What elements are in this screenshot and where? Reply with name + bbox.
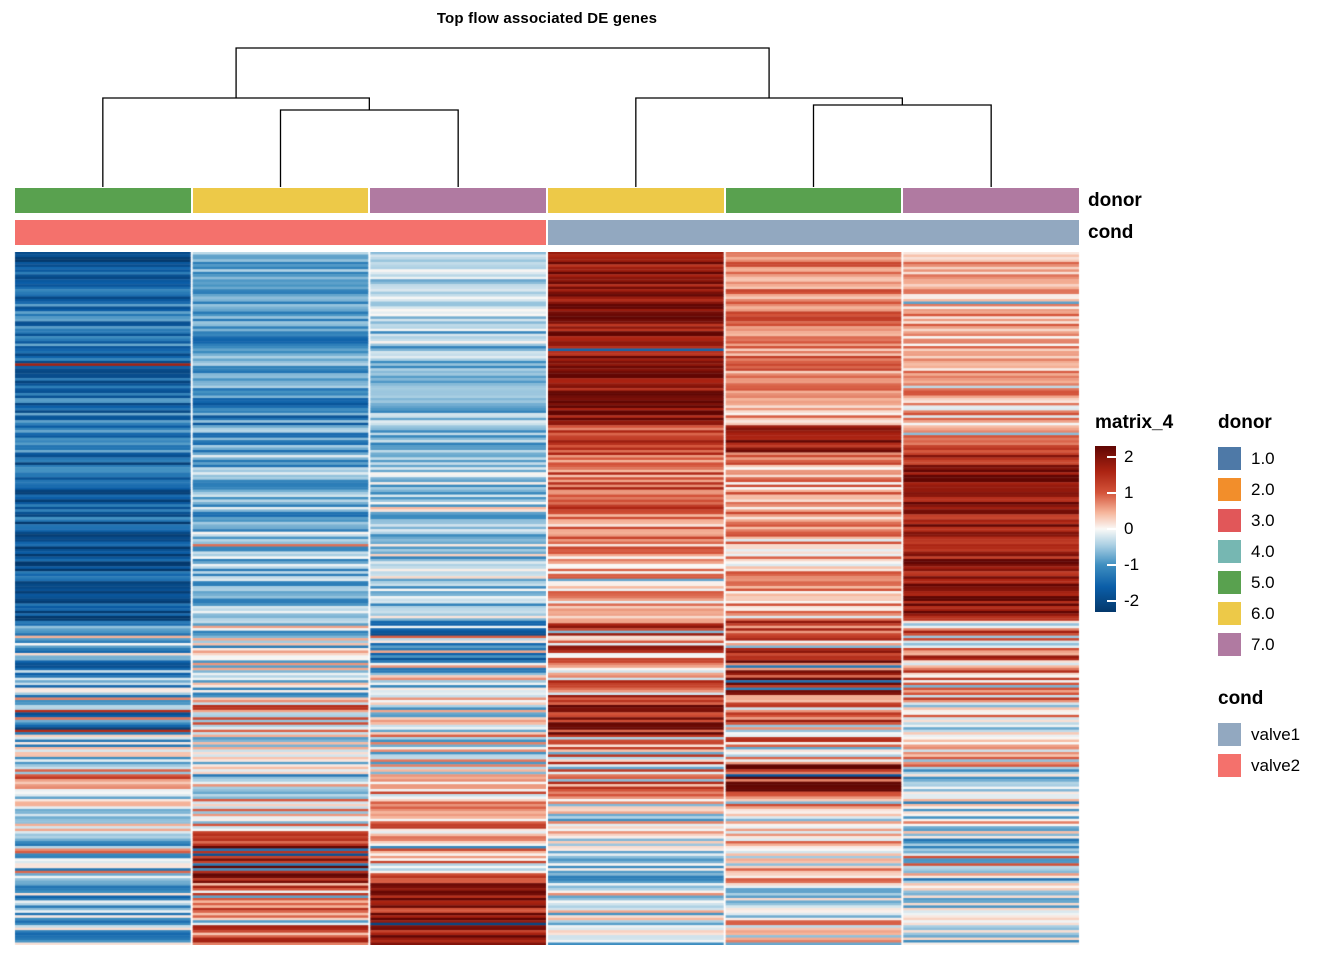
matrix-legend-title: matrix_4	[1095, 412, 1174, 433]
colorbar-tick-label: 1	[1124, 482, 1134, 502]
donor-legend-item: 7.0	[1218, 629, 1275, 660]
donor-annotation-segment	[725, 188, 902, 213]
donor-annotation-bar	[14, 188, 1080, 213]
cond-legend-label: valve1	[1251, 724, 1301, 744]
cond-legend-swatch	[1218, 754, 1241, 777]
matrix-colorbar-wrap: 2 1 0 -1 -2	[1095, 446, 1155, 612]
cond-legend-item: valve1	[1218, 719, 1300, 750]
donor-annotation-segment	[370, 188, 546, 213]
donor-legend-item: 1.0	[1218, 443, 1275, 474]
donor-annotation-segment	[192, 188, 369, 213]
cond-legend-item: valve2	[1218, 750, 1300, 781]
colorbar-tick	[1107, 455, 1116, 458]
donor-legend-label: 1.0	[1251, 448, 1275, 468]
heatmap-body	[14, 252, 1080, 945]
donor-legend-label: 4.0	[1251, 541, 1275, 561]
cond-legend-swatch	[1218, 723, 1241, 746]
matrix-color-legend: matrix_4 2 1 0 -1 -2	[1095, 412, 1173, 612]
donor-annotation-segment	[903, 188, 1079, 213]
colorbar-tick-label: -1	[1124, 555, 1140, 575]
cond-annotation-segment	[15, 220, 546, 245]
cond-legend: cond valve1 valve2	[1218, 688, 1300, 781]
cond-annotation-label: cond	[1088, 222, 1134, 243]
matrix-colorbar	[1095, 446, 1116, 612]
cond-annotation-segment	[548, 220, 1079, 245]
plot-title: Top flow associated DE genes	[436, 10, 658, 27]
dendrogram-path	[102, 47, 992, 187]
donor-annotation-label: donor	[1088, 190, 1142, 211]
donor-legend-label: 5.0	[1251, 572, 1275, 592]
donor-annotation-segment	[548, 188, 724, 213]
donor-annotation-segment	[15, 188, 191, 213]
donor-legend-label: 3.0	[1251, 510, 1275, 530]
colorbar-tick-label: -2	[1124, 591, 1140, 611]
donor-legend-item: 3.0	[1218, 505, 1275, 536]
cond-annotation-bar	[14, 220, 1080, 245]
donor-legend-swatch	[1218, 540, 1241, 563]
donor-legend-title: donor	[1218, 412, 1272, 433]
donor-legend-items: 1.0 2.0 3.0 4.0 5.0 6.0 7.0	[1218, 443, 1275, 660]
colorbar-tick	[1107, 528, 1116, 530]
cond-legend-label: valve2	[1251, 755, 1301, 775]
donor-legend-item: 6.0	[1218, 598, 1275, 629]
donor-legend-swatch	[1218, 633, 1241, 656]
colorbar-tick	[1107, 600, 1116, 603]
donor-legend-label: 2.0	[1251, 479, 1275, 499]
colorbar-tick-label: 2	[1124, 446, 1134, 466]
donor-legend-label: 6.0	[1251, 603, 1275, 623]
colorbar-tick	[1107, 564, 1116, 567]
donor-legend-swatch	[1218, 509, 1241, 532]
donor-legend-swatch	[1218, 602, 1241, 625]
cond-legend-items: valve1 valve2	[1218, 719, 1300, 781]
donor-legend-label: 7.0	[1251, 634, 1275, 654]
donor-legend-item: 2.0	[1218, 474, 1275, 505]
donor-legend-swatch	[1218, 447, 1241, 470]
colorbar-tick-label: 0	[1124, 519, 1134, 538]
donor-legend-item: 4.0	[1218, 536, 1275, 567]
column-dendrogram	[102, 47, 992, 187]
cond-legend-title: cond	[1218, 688, 1264, 709]
donor-legend-item: 5.0	[1218, 567, 1275, 598]
donor-legend: donor 1.0 2.0 3.0 4.0 5.0 6.0 7.0	[1218, 412, 1275, 660]
donor-legend-swatch	[1218, 571, 1241, 594]
colorbar-tick	[1107, 491, 1116, 494]
donor-legend-swatch	[1218, 478, 1241, 501]
